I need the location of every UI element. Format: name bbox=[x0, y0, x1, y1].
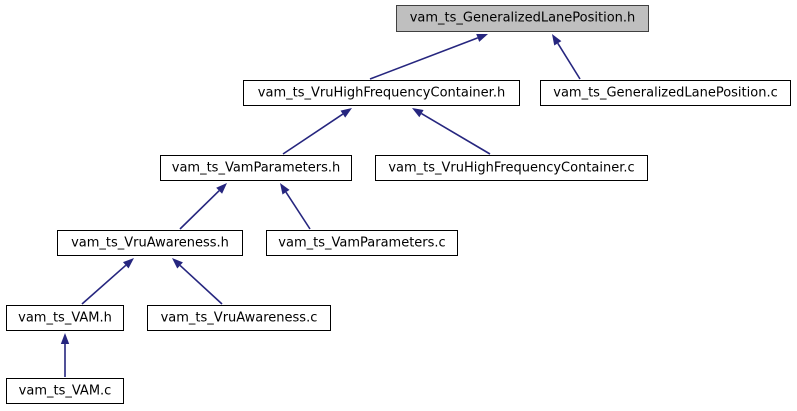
graph-node-n4[interactable]: vam_ts_VruHighFrequencyContainer.c bbox=[375, 155, 648, 181]
arrowhead-icon bbox=[476, 33, 488, 42]
graph-node-n7[interactable]: vam_ts_VAM.h bbox=[6, 305, 124, 331]
graph-node-label: vam_ts_VruAwareness.h bbox=[71, 235, 229, 250]
graph-edge bbox=[282, 108, 352, 155]
graph-node-label: vam_ts_VAM.h bbox=[18, 310, 112, 325]
graph-edge bbox=[369, 33, 488, 80]
graph-edge bbox=[172, 258, 223, 305]
graph-node-n5[interactable]: vam_ts_VruAwareness.h bbox=[57, 230, 243, 256]
graph-edge bbox=[179, 183, 227, 230]
graph-node-label: vam_ts_GeneralizedLanePosition.h bbox=[409, 10, 636, 26]
graph-node-n2[interactable]: vam_ts_GeneralizedLanePosition.c bbox=[540, 80, 791, 106]
graph-edge bbox=[552, 34, 581, 80]
graph-node-n0[interactable]: vam_ts_GeneralizedLanePosition.h bbox=[396, 5, 649, 32]
graph-node-n3[interactable]: vam_ts_VamParameters.h bbox=[160, 155, 352, 181]
arrowhead-icon bbox=[280, 183, 290, 195]
arrowhead-icon bbox=[216, 183, 227, 194]
graph-node-label: vam_ts_VamParameters.c bbox=[278, 235, 446, 250]
arrowhead-icon bbox=[340, 108, 352, 118]
arrowhead-icon bbox=[122, 258, 134, 269]
graph-edge bbox=[280, 183, 311, 230]
graph-node-n6[interactable]: vam_ts_VamParameters.c bbox=[266, 230, 458, 256]
graph-node-label: vam_ts_VruHighFrequencyContainer.h bbox=[257, 85, 506, 100]
graph-node-n9[interactable]: vam_ts_VAM.c bbox=[6, 378, 124, 404]
graph-edge bbox=[412, 108, 491, 155]
graph-node-n8[interactable]: vam_ts_VruAwareness.c bbox=[147, 305, 331, 331]
graph-node-label: vam_ts_VruHighFrequencyContainer.c bbox=[388, 160, 635, 175]
graph-edge bbox=[60, 333, 70, 377]
graph-node-label: vam_ts_GeneralizedLanePosition.c bbox=[553, 85, 778, 100]
arrowhead-icon bbox=[172, 258, 183, 269]
graph-node-label: vam_ts_VAM.c bbox=[18, 383, 112, 398]
arrowhead-icon bbox=[552, 34, 562, 46]
graph-edge bbox=[81, 258, 134, 305]
graph-node-label: vam_ts_VamParameters.h bbox=[171, 160, 341, 175]
arrowhead-icon bbox=[60, 333, 70, 344]
graph-node-label: vam_ts_VruAwareness.c bbox=[160, 310, 318, 325]
arrowhead-icon bbox=[412, 108, 424, 118]
graph-node-n1[interactable]: vam_ts_VruHighFrequencyContainer.h bbox=[243, 80, 520, 106]
